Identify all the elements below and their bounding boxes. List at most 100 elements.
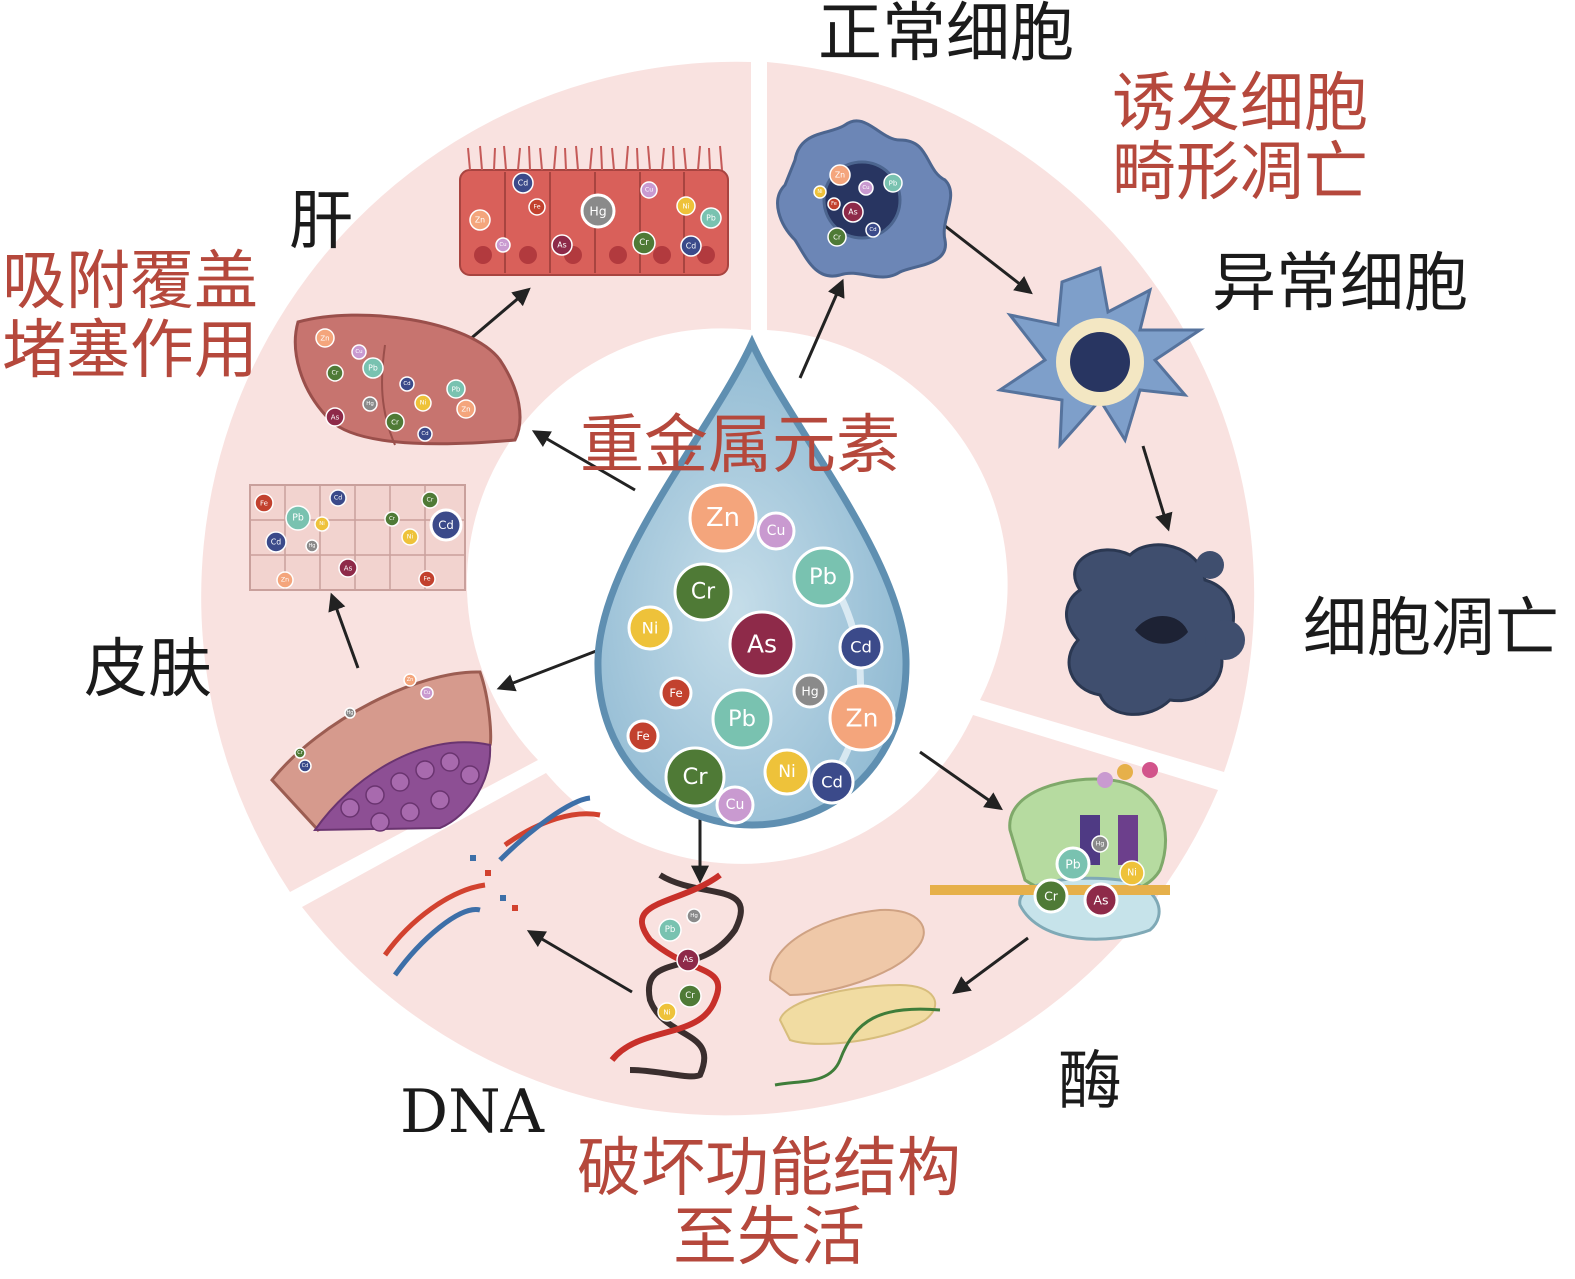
- element-badge-pb: Pb: [700, 207, 722, 229]
- svg-text:Hg: Hg: [589, 204, 606, 219]
- label-enzyme: 酶: [1058, 1045, 1122, 1119]
- svg-text:Cu: Cu: [862, 185, 869, 191]
- element-badge-cd: Cd: [680, 235, 702, 257]
- svg-text:Pb: Pb: [665, 925, 676, 935]
- label-liver: 肝: [289, 185, 353, 259]
- element-badge-hg: Hg: [344, 707, 356, 719]
- label-apoptosis: 细胞凋亡: [1303, 592, 1559, 666]
- svg-text:Cd: Cd: [302, 763, 309, 769]
- svg-text:Hg: Hg: [309, 543, 316, 549]
- element-badge-fe: Fe: [626, 719, 660, 753]
- element-badge-cd: Cd: [298, 759, 312, 773]
- element-badge-cr: Cr: [421, 491, 439, 509]
- element-badge-hg: Hg: [1091, 835, 1109, 853]
- label-center-title: 重金属元素: [580, 409, 900, 483]
- element-badge-ni: Ni: [401, 528, 419, 546]
- element-badge-ni: Ni: [627, 605, 673, 651]
- label-normal-cell: 正常细胞: [818, 0, 1074, 71]
- svg-text:Pb: Pb: [728, 706, 756, 732]
- element-badge-pb: Pb: [285, 505, 311, 531]
- svg-text:Fe: Fe: [260, 499, 268, 508]
- svg-text:As: As: [1093, 893, 1108, 908]
- svg-text:Ni: Ni: [682, 202, 689, 211]
- svg-text:As: As: [747, 630, 777, 659]
- element-badge-ni: Ni: [1119, 860, 1145, 886]
- label-abnormal-cell: 异常细胞: [1212, 247, 1468, 321]
- element-badge-fe: Fe: [254, 493, 274, 513]
- element-badge-cd: Cd: [399, 376, 415, 392]
- svg-text:Zn: Zn: [407, 677, 414, 683]
- svg-text:Zn: Zn: [320, 334, 329, 343]
- svg-text:Hg: Hg: [366, 401, 374, 407]
- element-badge-as: As: [728, 610, 796, 678]
- svg-text:Pb: Pb: [809, 564, 837, 590]
- svg-text:Cr: Cr: [391, 418, 399, 427]
- element-badge-cr: Cr: [678, 984, 702, 1008]
- element-badge-cd: Cd: [809, 759, 855, 805]
- svg-text:Cr: Cr: [427, 497, 434, 504]
- dna-illustration: [609, 872, 744, 1080]
- element-badge-hg: Hg: [362, 396, 378, 412]
- element-badge-pb: Pb: [446, 379, 466, 399]
- svg-text:Cr: Cr: [1044, 889, 1059, 904]
- element-badge-cr: Cr: [632, 231, 656, 255]
- denatured-enzyme-illustration: [768, 908, 941, 1087]
- element-badge-hg: Hg: [686, 908, 702, 924]
- element-badge-cd: Cd: [329, 489, 347, 507]
- element-badge-as: As: [1083, 882, 1119, 918]
- label-destroy: 破坏功能结构 至失活: [577, 1132, 961, 1276]
- svg-text:Ni: Ni: [663, 1008, 670, 1017]
- label-dna: DNA: [400, 1077, 544, 1147]
- svg-text:Ni: Ni: [319, 521, 325, 527]
- svg-text:As: As: [557, 241, 566, 250]
- svg-text:Zn: Zn: [475, 216, 485, 225]
- svg-text:Cr: Cr: [389, 516, 396, 522]
- svg-text:Cr: Cr: [682, 764, 708, 790]
- element-badge-zn: Zn: [688, 483, 758, 553]
- svg-text:Cd: Cd: [850, 638, 872, 657]
- abnormal-cell-illustration: [995, 265, 1205, 450]
- element-badge-pb: Pb: [1055, 846, 1091, 882]
- svg-text:Cr: Cr: [833, 233, 841, 242]
- element-badge-hg: Hg: [792, 673, 828, 709]
- element-badge-ni: Ni: [813, 185, 827, 199]
- element-badge-cd: Cd: [265, 531, 287, 553]
- svg-text:Cu: Cu: [645, 187, 653, 194]
- svg-text:As: As: [331, 413, 340, 422]
- label-induce-apoptosis: 诱发细胞 畸形凋亡: [1112, 67, 1368, 211]
- svg-text:Cu: Cu: [499, 242, 506, 248]
- element-badge-cd: Cd: [417, 426, 433, 442]
- element-badge-ni: Ni: [414, 394, 432, 412]
- svg-text:Pb: Pb: [889, 179, 898, 188]
- element-badge-fe: Fe: [418, 570, 436, 588]
- element-badge-cd: Cd: [512, 172, 534, 194]
- svg-text:Cd: Cd: [271, 538, 281, 547]
- svg-text:Fe: Fe: [669, 686, 682, 700]
- element-badge-cd: Cd: [865, 222, 881, 238]
- arrow-abnormal-to-apoptosis: [1141, 445, 1173, 532]
- element-badge-cu: Cu: [756, 511, 796, 551]
- broken-dna-illustration: [382, 795, 601, 977]
- svg-text:Zn: Zn: [281, 577, 289, 584]
- svg-text:Cd: Cd: [334, 495, 342, 502]
- svg-text:Fe: Fe: [831, 201, 837, 207]
- svg-text:Cu: Cu: [424, 690, 431, 696]
- svg-text:Ni: Ni: [1127, 868, 1137, 879]
- svg-text:Cu: Cu: [355, 349, 362, 355]
- element-badge-as: As: [676, 948, 700, 972]
- element-badge-zn: Zn: [456, 399, 476, 419]
- element-badge-cr: Cr: [664, 746, 726, 808]
- element-badge-fe: Fe: [528, 198, 546, 216]
- element-badge-as: As: [325, 407, 345, 427]
- element-badge-cd: Cd: [429, 508, 463, 542]
- svg-text:As: As: [344, 564, 353, 573]
- svg-text:Cd: Cd: [421, 431, 428, 437]
- skin-tissue-illustration: [270, 670, 493, 832]
- arrow-enzyme-to-broken: [952, 936, 1029, 995]
- svg-text:Fe: Fe: [423, 576, 430, 583]
- svg-text:Cd: Cd: [821, 773, 843, 792]
- element-badge-zn: Zn: [276, 571, 294, 589]
- label-skin: 皮肤: [84, 633, 212, 707]
- svg-text:Ni: Ni: [778, 762, 796, 782]
- arrow-drop-to-cell: [798, 278, 845, 379]
